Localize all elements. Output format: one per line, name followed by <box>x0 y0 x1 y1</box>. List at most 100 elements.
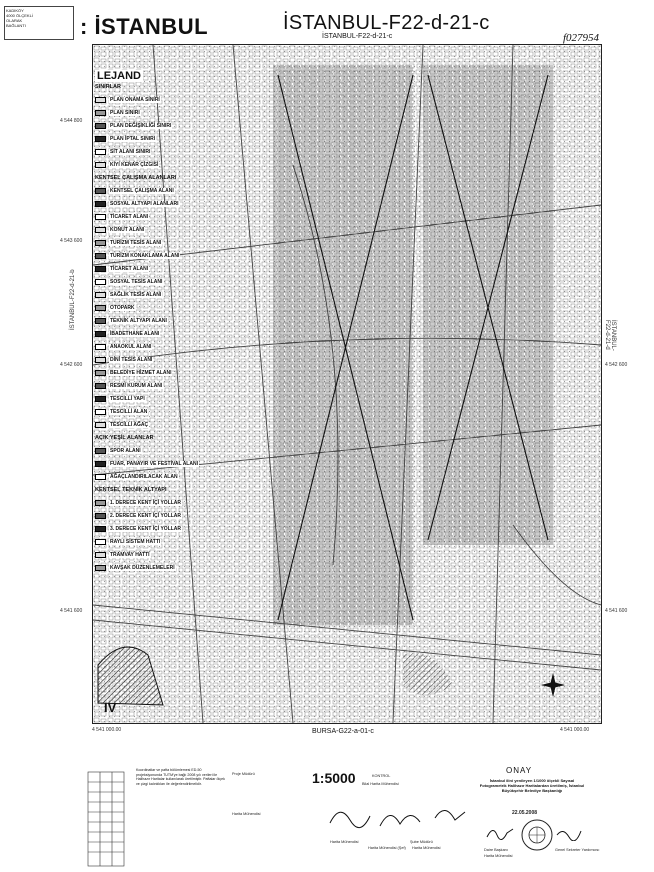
legend-item: PLAN İPTAL SINIRI <box>95 136 157 142</box>
legend-item: İBADETHANE ALANI <box>95 331 161 337</box>
legend-swatch <box>95 409 106 415</box>
legend-swatch <box>95 240 106 246</box>
legend-item: TİCARET ALANI <box>95 214 150 220</box>
east-coord: 4 541 600 <box>605 608 628 614</box>
legend-swatch <box>95 513 106 519</box>
legend-item: TESCİLLİ AĞAÇ <box>95 422 150 428</box>
handwritten-signature <box>556 830 582 841</box>
legend-label: TRAMVAY HATTI <box>109 552 151 558</box>
legend-section: KENTSEL ÇALIŞMA ALANLARI <box>95 175 177 181</box>
legend-label: PLAN SINIRI <box>109 110 141 116</box>
left-sheet-label: İSTANBUL-F22-d-21-b <box>70 269 76 330</box>
legend-swatch <box>95 500 106 506</box>
legend-label: ANAOKUL ALANI <box>109 344 153 350</box>
legend-swatch <box>95 305 106 311</box>
map-notes: Koordinatlar ve pafta bölümlemesi ED-50 … <box>136 768 225 786</box>
map-canvas <box>93 45 601 723</box>
legend-item: TURİZM TESİS ALANI <box>95 240 163 246</box>
sheet-top-label: İSTANBUL-F22-d-21-c <box>322 33 393 40</box>
legend-item: PLAN SINIRI <box>95 110 141 116</box>
legend-label: AĞAÇLANDIRILACAK ALAN <box>109 474 179 480</box>
legend-item: KIYI KENAR ÇİZGİSİ <box>95 162 160 168</box>
legend-swatch <box>95 110 106 116</box>
legend-item: SİT ALANI SINIRI <box>95 149 152 155</box>
legend-label: TEKNİK ALTYAPI ALANI <box>109 318 168 324</box>
annotation-block-right <box>423 65 553 545</box>
annotation-block-center <box>273 65 413 625</box>
legend-swatch <box>95 279 106 285</box>
legend-swatch <box>95 201 106 207</box>
handwritten-signatures <box>329 810 466 828</box>
legend-swatch <box>95 149 106 155</box>
corner-coord: 4 541 000.00 <box>560 727 590 733</box>
legend-swatch <box>95 136 106 142</box>
legend-item: KONUT ALANI <box>95 227 146 233</box>
legend-item: TEKNİK ALTYAPI ALANI <box>95 318 168 324</box>
legend-item: BELEDİYE HİZMET ALANI <box>95 370 173 376</box>
legend-swatch <box>95 344 106 350</box>
signature-role: Daire Başkanı <box>484 848 508 852</box>
legend-label: 1. DERECE KENT İÇİ YOLLAR <box>109 500 183 506</box>
legend-label: KONUT ALANI <box>109 227 146 233</box>
legend-swatch <box>95 383 106 389</box>
legend-swatch <box>95 292 106 298</box>
east-coord: 4 542 600 <box>605 362 628 368</box>
legend-item: KENTSEL ÇALIŞMA ALANI <box>95 188 175 194</box>
legend-label: RESMİ KURUM ALANI <box>109 383 164 389</box>
approval-title: ONAY <box>506 766 533 775</box>
legend-item: ANAOKUL ALANI <box>95 344 153 350</box>
legend-swatch <box>95 357 106 363</box>
legend-swatch <box>95 162 106 168</box>
legend-item: TESCİLLİ YAPI <box>95 396 146 402</box>
sheet-title: İSTANBUL-F22-d-21-c <box>283 12 490 34</box>
legend-item: FUAR, PANAYIR VE FESTİVAL ALANI <box>95 461 199 467</box>
city-title: : İSTANBUL <box>80 14 209 39</box>
legend-label: TURİZM TESİS ALANI <box>109 240 163 246</box>
north-coord: 4 543 600 <box>60 238 83 244</box>
legend-label: 2. DERECE KENT İÇİ YOLLAR <box>109 513 183 519</box>
legend-swatch <box>95 331 106 337</box>
handwritten-signature <box>486 828 514 840</box>
legend-swatch <box>95 461 106 467</box>
legend-item: 1. DERECE KENT İÇİ YOLLAR <box>95 500 183 506</box>
legend-item: PLAN ONAMA SINIRI <box>95 97 161 103</box>
legend-section: KENTSEL TEKNİK ALTYAPI <box>95 487 167 493</box>
roman-numeral: IV <box>104 700 117 715</box>
cancel-cross-marks <box>277 74 549 621</box>
legend-label: TESCİLLİ ALAN <box>109 409 149 415</box>
signature-name: Bilal Harita Mühendisi <box>362 782 399 786</box>
approval-seal-icon <box>521 819 553 851</box>
legend-label: SPOR ALANI <box>109 448 142 454</box>
legend-swatch <box>95 123 106 129</box>
legend-item: SPOR ALANI <box>95 448 142 454</box>
approval-date: 22.05.2008 <box>512 810 538 816</box>
sheet-index-box: KADIKÖY 4000 ÖLÇEKLİ OLARAK BAĞLANTI <box>4 6 74 40</box>
legend-label: BELEDİYE HİZMET ALANI <box>109 370 173 376</box>
legend-swatch <box>95 552 106 558</box>
legend-item: OTOPARK <box>95 305 136 311</box>
legend-label: OTOPARK <box>109 305 136 311</box>
legend-item: DİNİ TESİS ALANI <box>95 357 154 363</box>
legend-swatch <box>95 539 106 545</box>
legend-label: DİNİ TESİS ALANI <box>109 357 154 363</box>
legend-label: SAĞLIK TESİS ALANI <box>109 292 163 298</box>
legend-item: SOSYAL TESİS ALANI <box>95 279 164 285</box>
legend-item: PLAN DEĞİŞİKLİĞİ SINIRI <box>95 123 173 129</box>
legend-label: TESCİLLİ YAPI <box>109 396 146 402</box>
legend-item: 3. DERECE KENT İÇİ YOLLAR <box>95 526 183 532</box>
legend-label: 3. DERECE KENT İÇİ YOLLAR <box>109 526 183 532</box>
box-line: 4000 ÖLÇEKLİ <box>6 13 33 18</box>
box-line: OLARAK <box>6 18 23 23</box>
signature-name: Harita Mühendisi <box>484 854 513 858</box>
legend-swatch <box>95 266 106 272</box>
legend-swatch <box>95 227 106 233</box>
signature-role: Genel Sekreter Yardımcısı <box>555 848 600 852</box>
legend-label: PLAN DEĞİŞİKLİĞİ SINIRI <box>109 123 173 129</box>
legend-label: SİT ALANI SINIRI <box>109 149 152 155</box>
legend-section: AÇIK YEŞİL ALANLAR <box>95 435 154 441</box>
signature-role: Proje Müdürü <box>232 772 255 776</box>
legend-swatch <box>95 214 106 220</box>
legend-label: SOSYAL ALTYAPI ALANLARI <box>109 201 180 207</box>
legend-label: SOSYAL TESİS ALANI <box>109 279 164 285</box>
legend-item: KAVŞAK DÜZENLEMELERİ <box>95 565 176 571</box>
